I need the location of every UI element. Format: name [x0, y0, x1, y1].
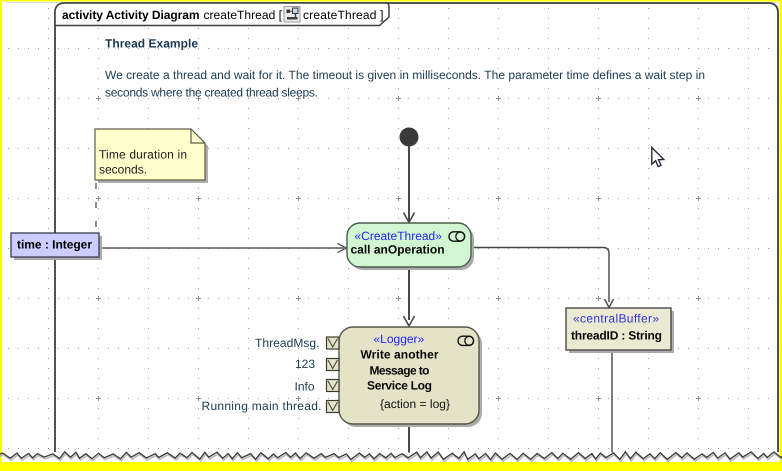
svg-text:Thread Example: Thread Example — [105, 37, 198, 51]
svg-text:«centralBuffer»: «centralBuffer» — [573, 312, 659, 326]
svg-text:ThreadMsg.: ThreadMsg. — [255, 336, 320, 350]
svg-text:Running main thread.: Running main thread. — [202, 399, 322, 413]
svg-text:createThread [: createThread [ — [204, 8, 283, 22]
svg-text:We create a thread and wait fo: We create a thread and wait for it. The … — [105, 68, 705, 82]
svg-text:«CreateThread»: «CreateThread» — [355, 229, 443, 243]
svg-text:Message to: Message to — [370, 364, 430, 378]
svg-text:Info: Info — [294, 380, 314, 394]
svg-text:Write another: Write another — [361, 348, 439, 362]
svg-text:createThread ]: createThread ] — [303, 8, 384, 22]
svg-text:{action = log}: {action = log} — [380, 397, 450, 411]
svg-text:Time duration in: Time duration in — [99, 148, 187, 162]
svg-text:123: 123 — [295, 357, 315, 371]
svg-text:call anOperation: call anOperation — [351, 243, 445, 257]
svg-text:time : Integer: time : Integer — [17, 238, 92, 252]
svg-text:seconds.: seconds. — [99, 163, 147, 177]
svg-text:activity Activity Diagram: activity Activity Diagram — [62, 8, 200, 22]
svg-text:seconds where the created thre: seconds where the created thread sleeps. — [105, 86, 318, 100]
svg-text:«Logger»: «Logger» — [374, 332, 425, 346]
svg-text:threadID : String: threadID : String — [571, 329, 662, 343]
svg-text:Service Log: Service Log — [367, 379, 432, 393]
